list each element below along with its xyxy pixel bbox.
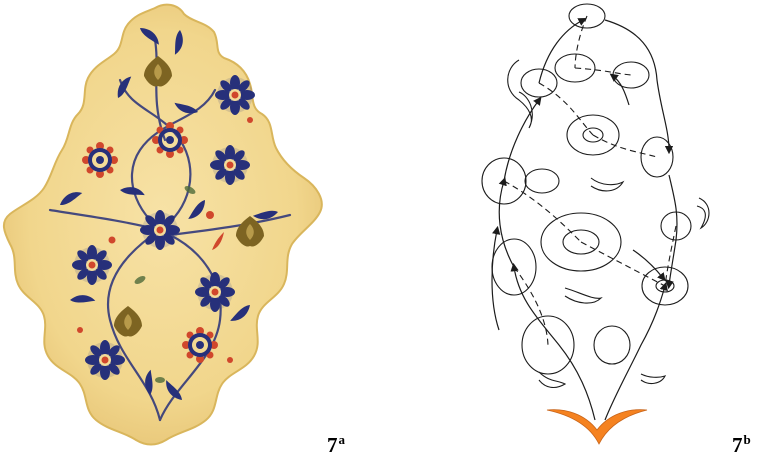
stem-paths (504, 16, 676, 345)
figure-label-a: 7a (327, 433, 345, 456)
tile-artwork (0, 0, 379, 459)
figure-label-b: 7b (732, 433, 751, 456)
diagram-panel: 7b (379, 0, 758, 459)
sprout-base (547, 410, 647, 444)
spiral-diagram (379, 0, 758, 459)
spiral-loops (482, 4, 709, 387)
tile-panel: 7a (0, 0, 379, 459)
